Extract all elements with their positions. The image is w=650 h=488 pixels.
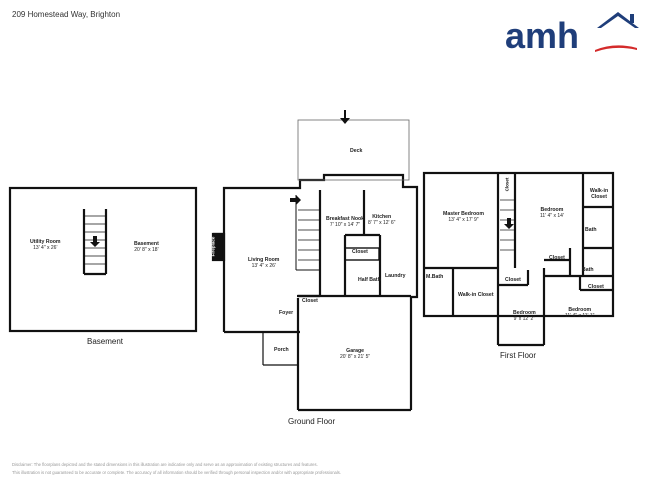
porch-label: Porch (274, 347, 289, 353)
bath-1-label: Bath (585, 227, 597, 233)
fireplace-label: Fireplace (210, 236, 216, 257)
deck-label: Deck (350, 148, 363, 154)
first-closet-3-label: Closet (549, 255, 565, 261)
disclaimer-line-1: Disclaimer: The floorplans depicted and … (12, 462, 318, 467)
ground-floor-title: Ground Floor (288, 417, 336, 426)
ground-closet-label: Closet (352, 249, 368, 255)
ground-floor-plan (211, 173, 419, 412)
amh-logo: amh (505, 12, 639, 54)
master-bath-label: M.Bath (426, 274, 444, 280)
basement-plan (8, 186, 198, 333)
disclaimer-line-2: This illustration is not guaranteed to b… (12, 470, 342, 475)
foyer-closet-label: Closet (302, 298, 318, 304)
walk-in-closet-1-label: Walk-in Closet (458, 292, 494, 298)
svg-text:amh: amh (505, 15, 579, 54)
basement-floor-title: Basement (87, 337, 124, 346)
first-floor-title: First Floor (500, 351, 536, 360)
first-closet-4-label: Closet (588, 284, 604, 290)
foyer-label: Foyer (279, 310, 294, 316)
bath-2-label: Bath (582, 267, 594, 273)
laundry-label: Laundry (385, 273, 406, 279)
first-floor-plan (422, 171, 615, 347)
deck-plan (297, 119, 410, 181)
half-bath-label: Half Bath (358, 277, 381, 283)
property-address: 209 Homestead Way, Brighton (12, 10, 121, 19)
first-closet-2-label: Closet (505, 277, 521, 283)
first-closet-1-label: Closet (504, 177, 510, 192)
walk-in-closet-2-label: Walk-in Closet (589, 188, 609, 200)
